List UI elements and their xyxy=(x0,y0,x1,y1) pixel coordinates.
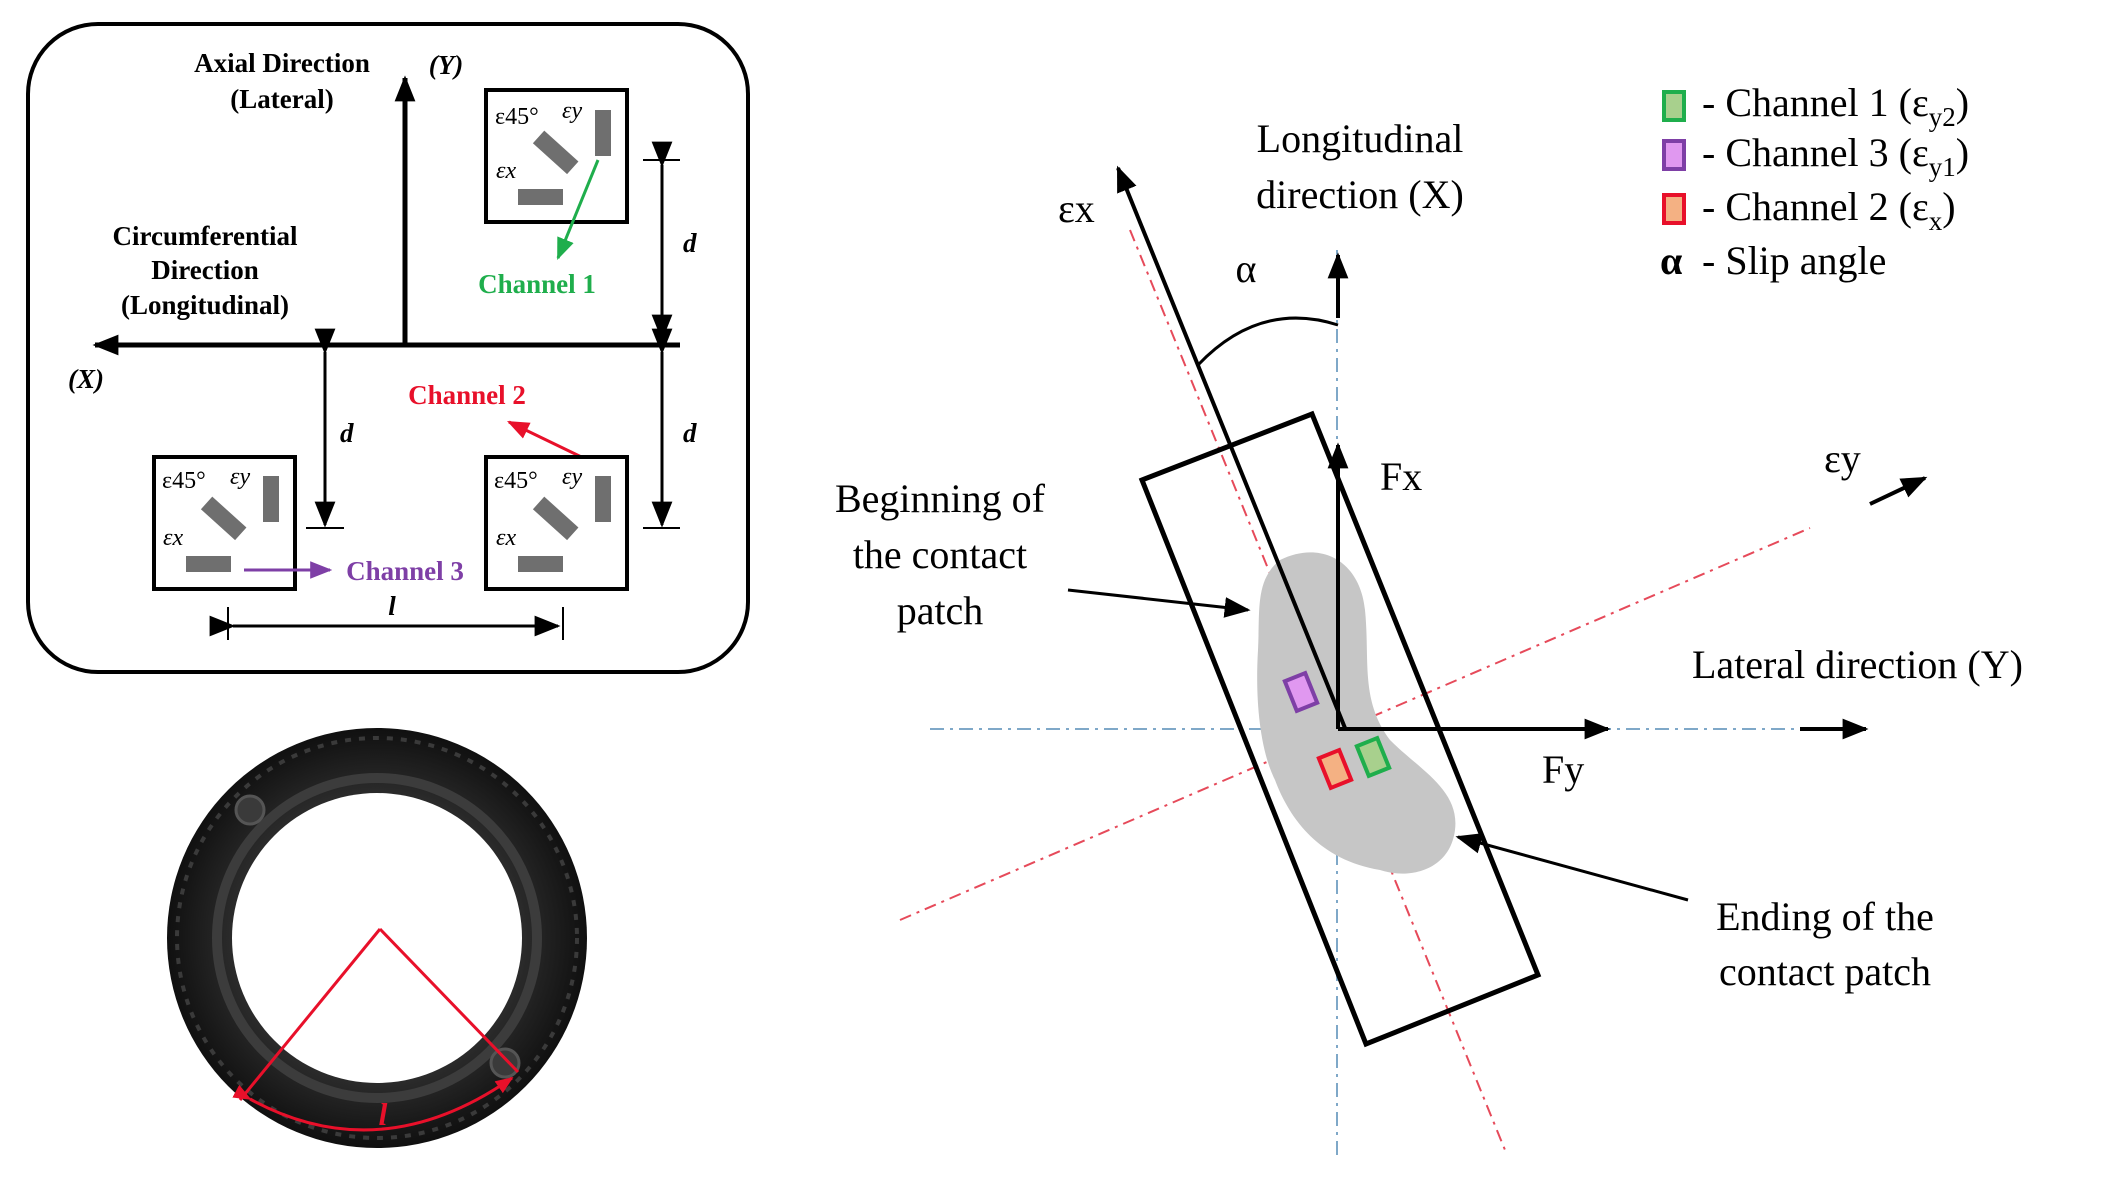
eps-x-axis xyxy=(1116,165,1347,729)
d-label-bottom-left: d xyxy=(340,418,354,448)
gauge-x xyxy=(518,189,563,205)
legend-tail-channel1: ) xyxy=(1956,80,1969,125)
y-axis-label: (Y) xyxy=(429,50,463,80)
svg-text:- Channel 3 (εy1): - Channel 3 (εy1) xyxy=(1702,130,1969,182)
legend-alpha-symbol: α xyxy=(1660,238,1682,283)
legend-tail-channel2: ) xyxy=(1942,184,1955,229)
beginning-label-line3: patch xyxy=(897,588,984,633)
circumferential-label: Circumferential xyxy=(113,221,298,251)
channel1-arrow xyxy=(556,159,600,261)
gauge-x-label: εx xyxy=(496,158,516,184)
channel1-sensor xyxy=(1354,735,1392,779)
legend-swatch-channel3 xyxy=(1662,139,1686,171)
legend-item-channel3: - Channel 3 (εy1) xyxy=(1662,130,1969,182)
sensor-box-channel2: ε45° εy εx xyxy=(484,455,629,591)
contact-patch xyxy=(1257,552,1456,874)
sensor-layout-panel: Axial Direction (Lateral) (Y) Circumfere… xyxy=(26,22,750,674)
d-label-bottom-right: d xyxy=(683,418,697,448)
gauge-y-label: εy xyxy=(562,98,582,124)
gauge-y-label: εy xyxy=(230,464,250,490)
svg-text:- Channel 2 (εx): - Channel 2 (εx) xyxy=(1702,184,1956,236)
legend-item-channel1: - Channel 1 (εy2) xyxy=(1662,80,1969,132)
channel1-label: Channel 1 xyxy=(478,269,596,299)
legend-item-slip-angle: α - Slip angle xyxy=(1660,238,1886,283)
eps-x-label: εx xyxy=(1058,186,1095,231)
fx-label: Fx xyxy=(1380,454,1422,499)
gauge-y xyxy=(595,110,611,156)
slip-angle-diagram: εx εy Longitudinal direction (X) α Fx Fy… xyxy=(835,116,2023,1155)
beginning-label-line2: the contact xyxy=(853,532,1027,577)
tire-sector-arc xyxy=(232,1076,514,1132)
channel2-label: Channel 2 xyxy=(408,380,526,410)
tire-sensor-left xyxy=(234,794,266,826)
longitudinal-label-line1: Longitudinal xyxy=(1257,116,1464,161)
fy-label: Fy xyxy=(1542,747,1584,792)
x-axis-label: (X) xyxy=(68,364,104,394)
sensor-box-channel3: ε45° εy εx xyxy=(152,455,297,591)
legend-sub-channel1: y2 xyxy=(1929,102,1956,132)
tire-illustration: l xyxy=(167,728,587,1148)
gauge-y xyxy=(263,476,279,522)
gauge-45 xyxy=(532,496,579,541)
legend-label-slip-angle: - Slip angle xyxy=(1702,238,1886,283)
legend-label-channel1: - Channel 1 (ε xyxy=(1702,80,1929,125)
tire-sensor-right xyxy=(489,1047,521,1079)
gauge-x xyxy=(518,556,563,572)
gauge-45-label: ε45° xyxy=(494,468,538,494)
legend-tail-channel3: ) xyxy=(1956,130,1969,175)
beginning-pointer xyxy=(1067,588,1251,618)
lateral-label: (Lateral) xyxy=(230,84,333,114)
longitudinal-label-line2: direction (X) xyxy=(1256,172,1464,217)
tire-l-label: l xyxy=(379,1096,388,1132)
lateral-direction-label: Lateral direction (Y) xyxy=(1692,642,2023,687)
gauge-x xyxy=(186,556,231,572)
tire-footprint-frame xyxy=(1138,410,1542,1048)
svg-text:- Channel 1 (εy2): - Channel 1 (εy2) xyxy=(1702,80,1969,132)
gauge-45-label: ε45° xyxy=(495,104,539,130)
channel2-sensor xyxy=(1316,747,1354,791)
ending-pointer xyxy=(1455,833,1689,902)
gauge-y-label: εy xyxy=(562,464,582,490)
legend: - Channel 1 (εy2) - Channel 3 (εy1) - Ch… xyxy=(1660,80,1969,283)
alpha-label: α xyxy=(1236,246,1257,291)
gauge-45-label: ε45° xyxy=(162,468,206,494)
longitudinal-label: (Longitudinal) xyxy=(121,290,289,320)
legend-swatch-channel1 xyxy=(1662,90,1686,122)
tire-hole xyxy=(232,793,522,1083)
gauge-45 xyxy=(200,496,247,541)
direction-label: Direction xyxy=(151,255,258,285)
channel3-label: Channel 3 xyxy=(346,556,464,586)
beginning-label-line1: Beginning of xyxy=(835,476,1046,521)
d-label-top: d xyxy=(683,228,697,258)
tire-sector-right xyxy=(378,927,520,1074)
sensor-box-channel1: ε45° εy εx xyxy=(484,88,629,224)
tire-sector-left xyxy=(238,928,382,1101)
channel3-sensor xyxy=(1282,670,1320,714)
legend-sub-channel2: x xyxy=(1929,206,1943,236)
gauge-45 xyxy=(532,130,579,175)
gauge-y xyxy=(595,476,611,522)
gauge-x-label: εx xyxy=(163,525,183,551)
legend-sub-channel3: y1 xyxy=(1929,152,1956,182)
legend-item-channel2: - Channel 2 (εx) xyxy=(1662,184,1956,236)
axial-direction-label: Axial Direction xyxy=(194,48,370,78)
eps-y-arrow xyxy=(1869,476,1928,506)
legend-label-channel3: - Channel 3 (ε xyxy=(1702,130,1929,175)
slip-angle-arc xyxy=(1196,316,1339,367)
legend-label-channel2: - Channel 2 (ε xyxy=(1702,184,1929,229)
tire-tread-ring xyxy=(175,736,579,1140)
ending-label-line2: contact patch xyxy=(1719,949,1931,994)
legend-swatch-channel2 xyxy=(1662,193,1686,225)
eps-y-label: εy xyxy=(1824,436,1861,481)
gauge-x-label: εx xyxy=(496,525,516,551)
l-label: l xyxy=(388,591,396,621)
ending-label-line1: Ending of the xyxy=(1716,894,1934,939)
